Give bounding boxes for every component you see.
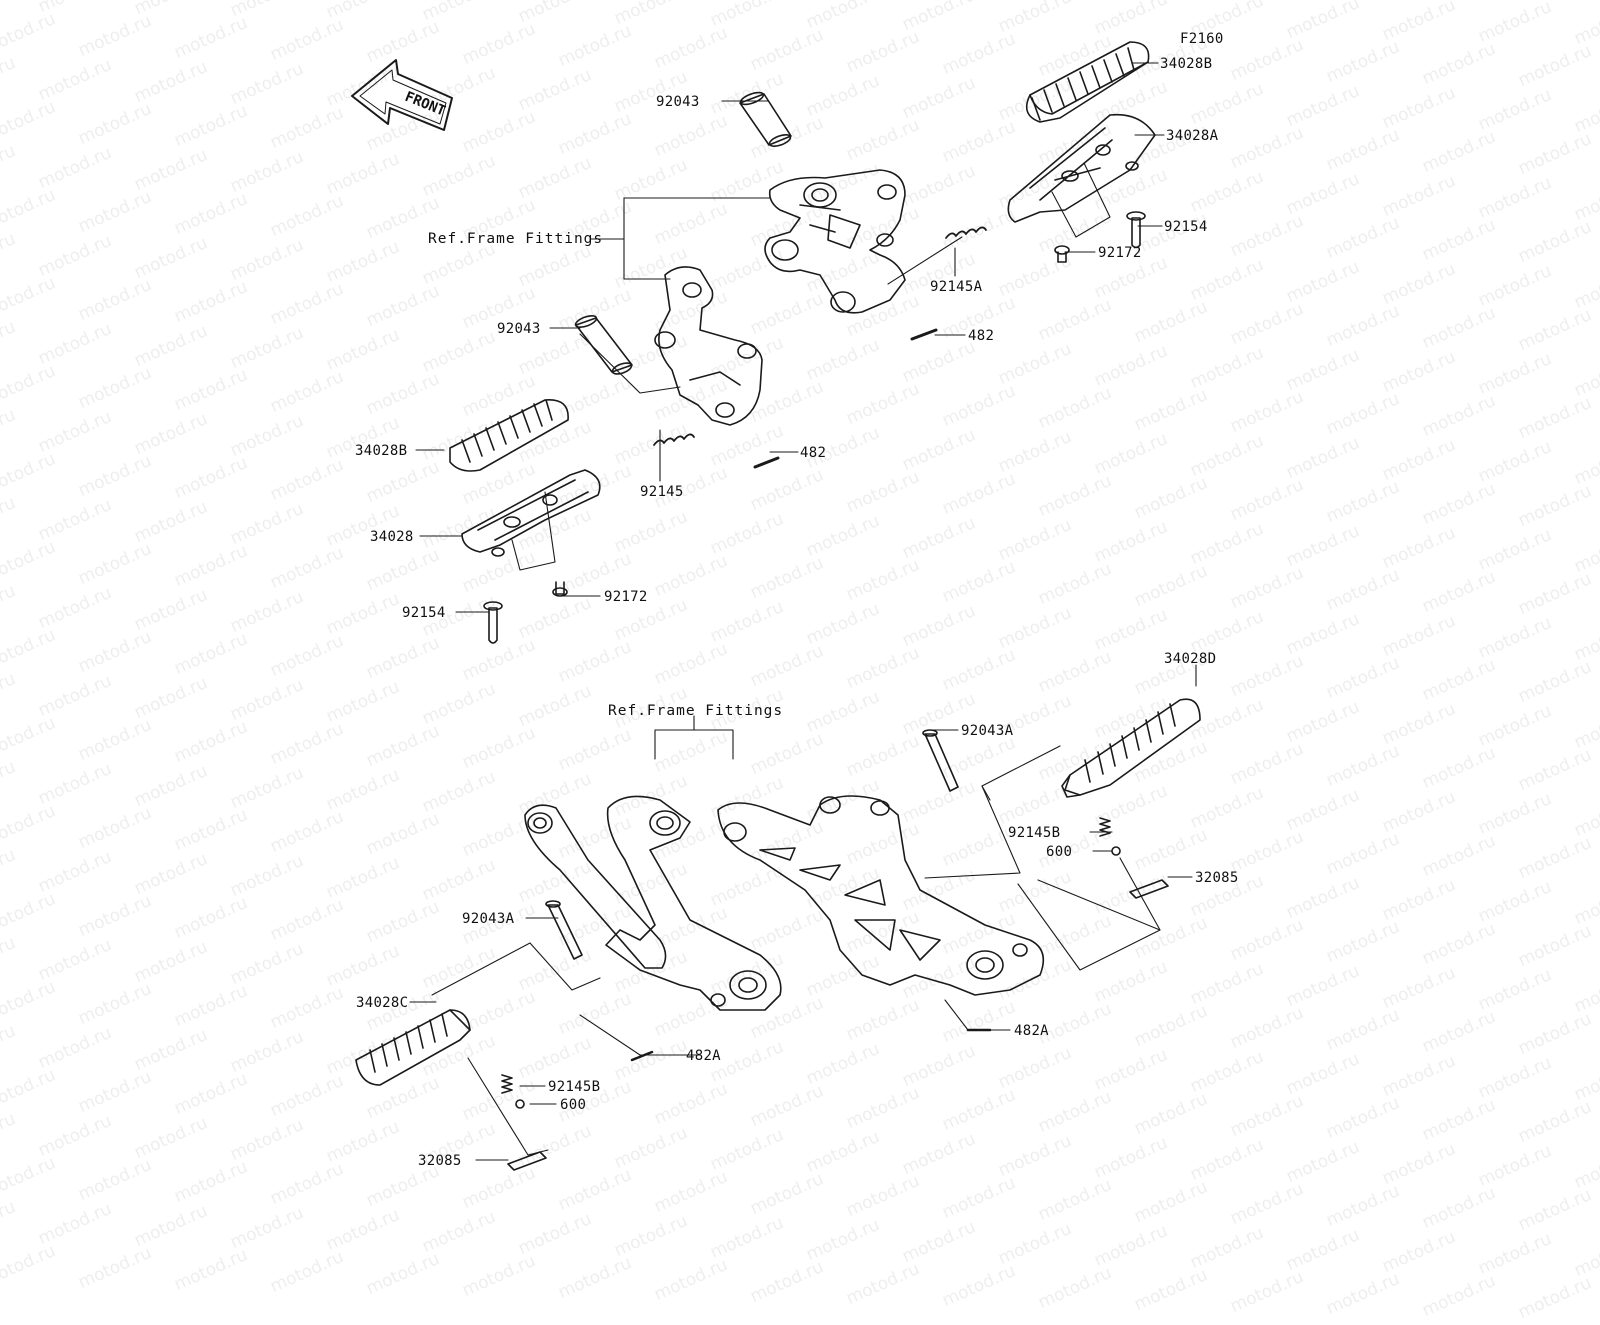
- pin-92043-top: [739, 91, 792, 147]
- spring-92145B-left: [501, 1074, 513, 1094]
- diagram-code: F2160: [1180, 31, 1224, 47]
- label-92154-top: 92154: [1164, 219, 1208, 235]
- diagram-drawing: FRONT: [351, 41, 1201, 1171]
- ball-600-right: [1111, 846, 1121, 856]
- watermark-text: motod.ru: [995, 1219, 1075, 1269]
- watermark-text: motod.ru: [1131, 1265, 1211, 1315]
- watermark-text: motod.ru: [747, 1257, 827, 1307]
- watermark-text: motod.ru: [843, 1259, 923, 1309]
- watermark-text: motod.ru: [1419, 1271, 1499, 1321]
- label-92172-left: 92172: [604, 589, 648, 605]
- watermark-text: motod.ru: [939, 1261, 1019, 1311]
- spring-92145B-right: [1099, 817, 1111, 837]
- pin-92043A-left: [545, 900, 583, 960]
- watermark-text: motod.ru: [899, 1217, 979, 1267]
- label-92172-top: 92172: [1098, 245, 1142, 261]
- bolt-92172-left: [552, 581, 568, 597]
- label-34028B-top: 34028B: [1160, 56, 1213, 72]
- bracket-arm-center: [605, 795, 782, 1011]
- label-32085-left: 32085: [418, 1153, 462, 1169]
- label-482-top: 482: [968, 328, 995, 344]
- watermark-text: motod.ru: [803, 1215, 883, 1265]
- cotter-pin-482-mid: [753, 456, 780, 469]
- watermark-text: motod.ru: [323, 1205, 403, 1255]
- watermark-text: motod.ru: [131, 1201, 211, 1251]
- bolt-92154-top: [1126, 211, 1146, 249]
- footpeg-34028C: [355, 1009, 471, 1086]
- watermark-text: motod.ru: [0, 1241, 59, 1291]
- front-arrow-icon: FRONT: [351, 59, 453, 131]
- watermark-text: motod.ru: [707, 1213, 787, 1263]
- cotter-pin-482A-left: [630, 1050, 654, 1062]
- watermark-text: motod.ru: [35, 1199, 115, 1249]
- label-34028A: 34028A: [1166, 128, 1219, 144]
- label-92043-mid: 92043: [497, 321, 541, 337]
- watermark-text: motod.ru: [1571, 1231, 1600, 1281]
- watermark-text: motod.ru: [267, 1247, 347, 1297]
- label-34028: 34028: [370, 529, 414, 545]
- spring-92145: [653, 433, 695, 446]
- leader-lines-top: [415, 62, 1165, 613]
- watermark-text: motod.ru: [1379, 1227, 1459, 1277]
- watermark-text: motod.ru: [363, 1249, 443, 1299]
- label-32085-right: 32085: [1195, 870, 1239, 886]
- watermark-text: motod.ru: [1187, 1223, 1267, 1273]
- pin-92043-mid: [574, 315, 633, 375]
- label-92043A-right: 92043A: [961, 723, 1014, 739]
- watermark-text: motod.ru: [1515, 1273, 1595, 1323]
- label-482A-right: 482A: [1014, 1023, 1049, 1039]
- label-600-right: 600: [1046, 844, 1073, 860]
- label-92145: 92145: [640, 484, 684, 500]
- label-600-left: 600: [560, 1097, 587, 1113]
- watermark-text: motod.ru: [227, 1203, 307, 1253]
- label-92145B-left: 92145B: [548, 1079, 601, 1095]
- leader-lines-bottom: [409, 664, 1197, 1161]
- footpeg-34028D: [1061, 698, 1201, 798]
- pin-92043A-right: [922, 729, 959, 792]
- watermark-text: motod.ru: [1227, 1267, 1307, 1317]
- spring-92145A: [945, 226, 987, 239]
- label-34028D: 34028D: [1164, 651, 1217, 667]
- watermark-text: motod.ru: [1475, 1229, 1555, 1279]
- footpeg-rubber-34028B-top: [1025, 41, 1150, 123]
- watermark-text: motod.ru: [515, 1209, 595, 1259]
- bolt-92172-top: [1054, 245, 1070, 263]
- watermark-text: motod.ru: [0, 1197, 19, 1247]
- label-34028B-left: 34028B: [355, 443, 408, 459]
- bracket-arm-left: [524, 804, 667, 969]
- label-92145B-right: 92145B: [1008, 825, 1061, 841]
- watermark-text: motod.ru: [651, 1255, 731, 1305]
- label-ref-frame-fittings-bottom: Ref.Frame Fittings: [608, 703, 784, 719]
- watermark-text: motod.ru: [1323, 1269, 1403, 1319]
- footpeg-rubber-34028B-left: [449, 399, 569, 472]
- watermark-text: motod.ru: [459, 1251, 539, 1301]
- plate-32085-right: [1129, 879, 1169, 899]
- watermark-text: motod.ru: [611, 1211, 691, 1261]
- bracket-left-mid: [654, 266, 763, 426]
- label-482A-left: 482A: [686, 1048, 721, 1064]
- label-92043A-left: 92043A: [462, 911, 515, 927]
- cotter-pin-482-top: [910, 328, 938, 341]
- plate-32085-left: [507, 1151, 547, 1171]
- label-ref-frame-fittings-top: Ref.Frame Fittings: [428, 231, 604, 247]
- bracket-large-right: [717, 795, 1045, 996]
- label-482-mid: 482: [800, 445, 827, 461]
- watermark-text: motod.ru: [1035, 1263, 1115, 1313]
- footpeg-34028A: [1007, 113, 1156, 223]
- watermark-text: motod.ru: [1283, 1225, 1363, 1275]
- watermark-text: motod.ru: [419, 1207, 499, 1257]
- watermark-text: motod.ru: [75, 1243, 155, 1293]
- watermark-text: motod.ru: [171, 1245, 251, 1295]
- ball-600-left: [515, 1099, 525, 1109]
- watermark-text: motod.ru: [1091, 1221, 1171, 1271]
- watermark-text: motod.ru: [555, 1253, 635, 1303]
- bracket-right-top: [764, 169, 906, 314]
- label-92043-top: 92043: [656, 94, 700, 110]
- label-34028C: 34028C: [356, 995, 409, 1011]
- bolt-92154-left: [483, 601, 503, 644]
- label-92145A: 92145A: [930, 279, 983, 295]
- label-92154-left: 92154: [402, 605, 446, 621]
- footpeg-34028: [461, 469, 601, 557]
